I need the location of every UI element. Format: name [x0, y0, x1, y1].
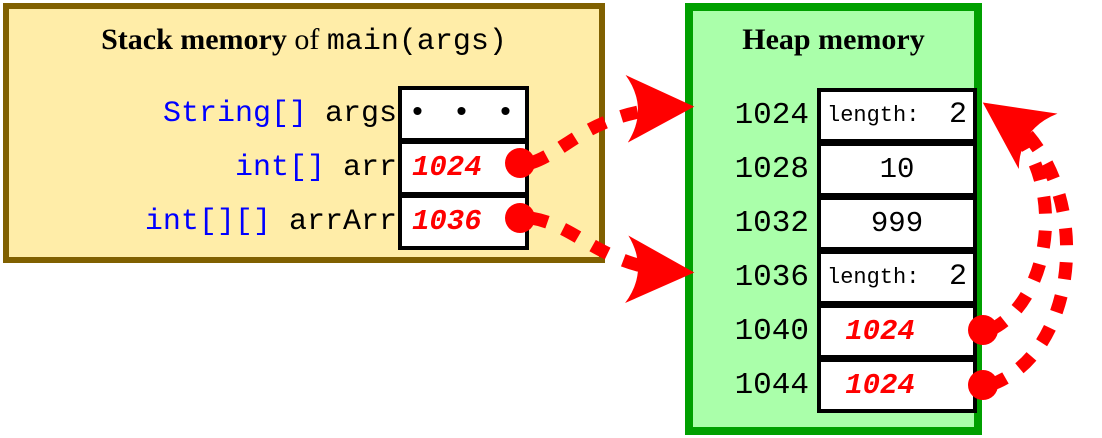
stack-title-mono: main(args) — [326, 25, 507, 59]
heap-row-1036: 1036 length: 2 — [693, 250, 990, 305]
stack-var-name-args: args — [324, 97, 397, 131]
arrow-1044-to-1024 — [987, 102, 1074, 392]
heap-cell-1028: 10 — [817, 142, 977, 197]
stack-row-arrArr: int[][] arrArr 1036 — [9, 194, 529, 250]
heap-row-1044: 1044 1024 — [693, 358, 990, 413]
heap-row-1028: 1028 10 — [693, 142, 990, 197]
stack-var-type-arrArr: int[][] — [144, 205, 271, 239]
heap-cell-1032: 999 — [817, 196, 977, 251]
stack-var-label-arr: int[] arr — [235, 140, 397, 196]
heap-address-1032: 1032 — [734, 206, 809, 241]
heap-memory-panel: Heap memory 1024 length: 2 1028 10 1032 … — [685, 3, 982, 435]
stack-var-name-arr: arr — [342, 151, 397, 185]
arrow-1040-to-1024 — [982, 102, 1058, 336]
heap-address-1028: 1028 — [734, 152, 809, 187]
heap-row-1024: 1024 length: 2 — [693, 88, 990, 143]
heap-panel-title: Heap memory — [742, 23, 925, 56]
heap-address-1036: 1036 — [734, 260, 809, 295]
heap-address-1044: 1044 — [734, 368, 809, 403]
heap-length-label-1036: length: — [827, 265, 920, 290]
stack-cell-args: • • • — [398, 86, 529, 142]
stack-var-type-arr: int[] — [234, 151, 325, 185]
heap-cell-1036: length: 2 — [817, 250, 977, 305]
stack-title-bold: Stack memory — [101, 23, 287, 56]
stack-row-arr: int[] arr 1024 — [9, 140, 529, 196]
stack-memory-panel: Stack memory of main(args) String[] args… — [3, 3, 605, 263]
heap-cell-1044: 1024 — [817, 358, 977, 413]
stack-var-name-arrArr: arrArr — [288, 205, 397, 239]
stack-title-mid: of — [286, 23, 327, 56]
stack-var-label-arrArr: int[][] arrArr — [145, 194, 397, 250]
stack-var-type-args: String[] — [162, 97, 307, 131]
heap-cell-1024: length: 2 — [817, 88, 977, 143]
stack-row-args: String[] args • • • — [9, 86, 529, 142]
heap-address-1040: 1040 — [734, 314, 809, 349]
stack-var-label-args: String[] args — [163, 86, 397, 142]
heap-length-value-1036: 2 — [948, 260, 967, 294]
heap-length-value-1024: 2 — [948, 98, 967, 132]
stack-panel-title: Stack memory of main(args) — [9, 23, 599, 59]
heap-cell-1040: 1024 — [817, 304, 977, 359]
stack-cell-arrArr: 1036 — [398, 194, 529, 250]
stack-cell-arr: 1024 — [398, 140, 529, 196]
heap-length-label-1024: length: — [827, 103, 920, 128]
heap-row-1032: 1032 999 — [693, 196, 990, 251]
heap-address-1024: 1024 — [734, 98, 809, 133]
stack-value-args: • • • — [408, 97, 519, 131]
heap-row-1040: 1040 1024 — [693, 304, 990, 359]
